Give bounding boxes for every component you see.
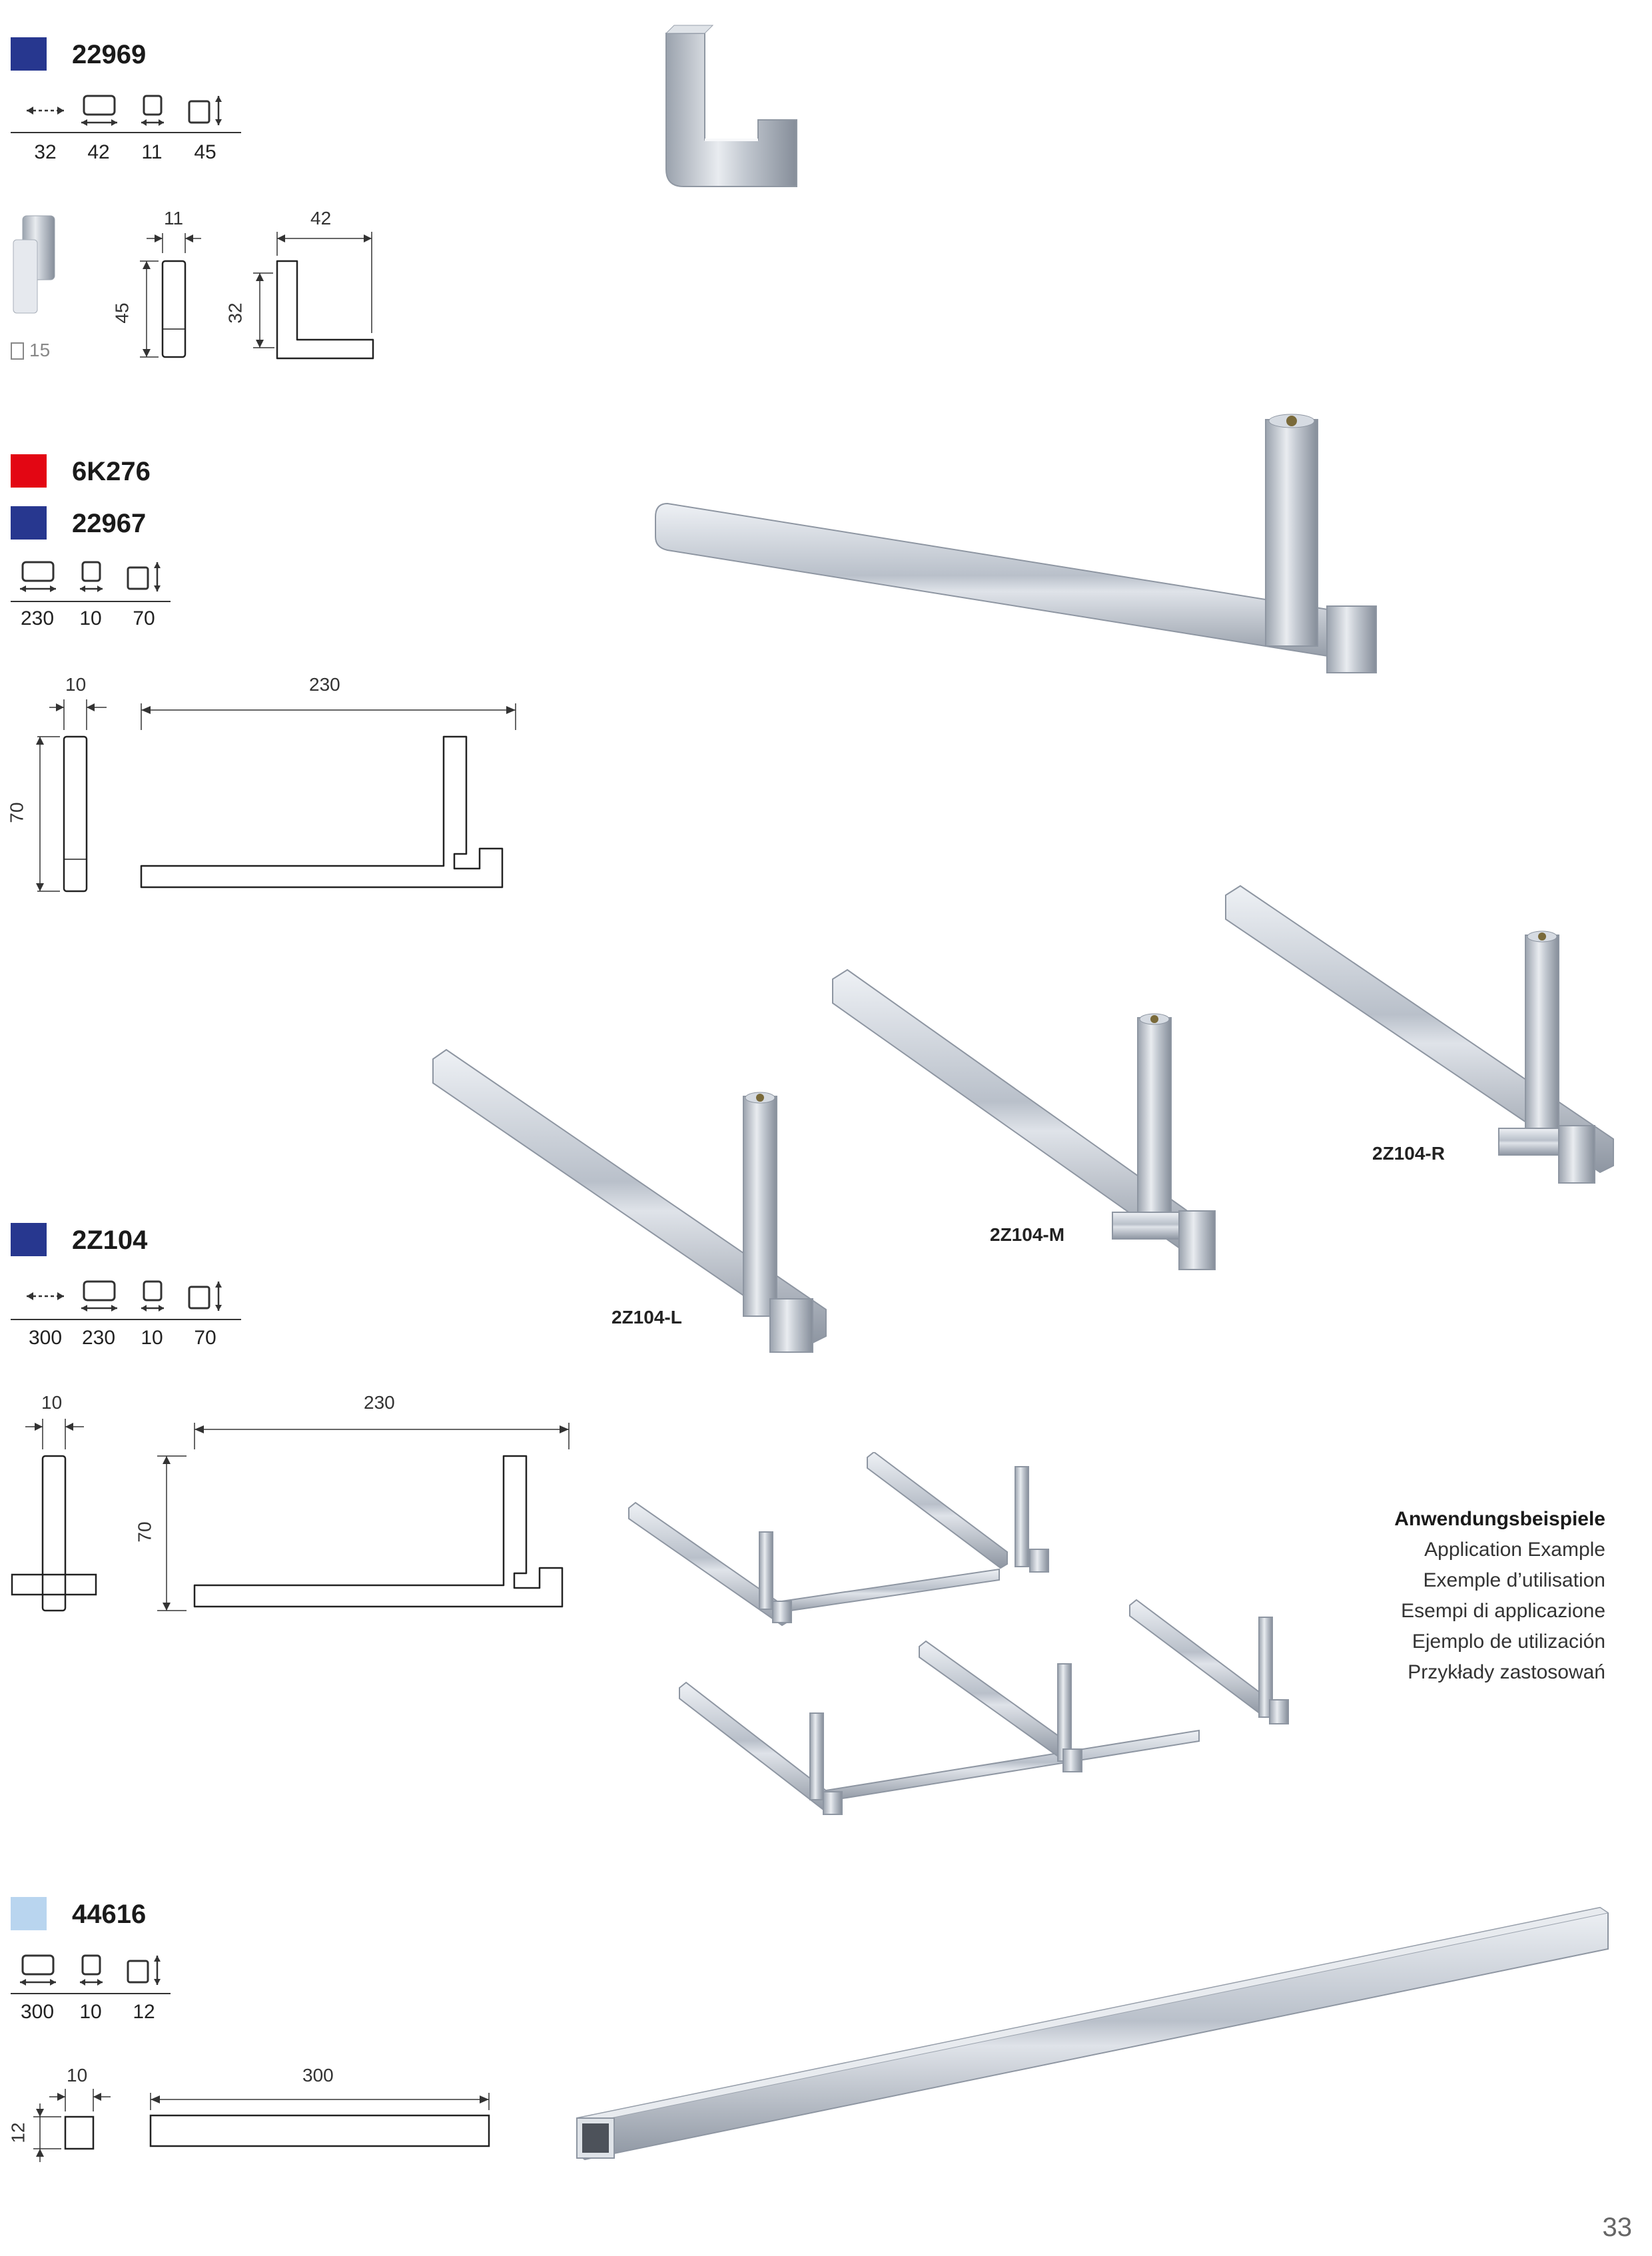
width-icon <box>69 1952 112 1989</box>
product-code: 2Z104 <box>72 1226 148 1255</box>
width-icon <box>69 558 112 595</box>
product-photo-variants <box>432 885 1614 1353</box>
spec-value: 300 <box>28 1327 63 1349</box>
technical-drawing <box>36 699 516 893</box>
application-heading: Anwendungsbeispiele <box>1394 1508 1605 1530</box>
variant-m <box>832 968 1216 1270</box>
spec-value: 12 <box>133 2001 155 2023</box>
dim-height: 70 <box>6 802 27 823</box>
variant-r <box>1225 885 1614 1184</box>
color-swatch-dark-blue <box>11 1223 47 1256</box>
spec-value: 70 <box>194 1327 216 1349</box>
variant-label: 2Z104-M <box>990 1224 1065 1245</box>
length-icon <box>16 558 59 595</box>
length-icon <box>77 92 120 129</box>
application-example-text: Anwendungsbeispiele Application Example … <box>1394 1504 1605 1688</box>
variant-l <box>432 1048 827 1353</box>
dim-width: 10 <box>41 1392 63 1413</box>
height-icon <box>123 558 165 595</box>
spec-value: 10 <box>141 1327 163 1349</box>
length-icon <box>16 1952 59 1989</box>
color-swatch-dark-blue <box>11 506 47 540</box>
application-line: Exemple d’utilisation <box>1423 1569 1605 1591</box>
dim-distance: 32 <box>224 302 246 324</box>
technical-drawing <box>33 2089 490 2162</box>
screw-icon <box>11 342 24 360</box>
spec-table: 32 42 11 45 <box>19 92 232 164</box>
height-icon <box>123 1952 165 1989</box>
spec-value: 70 <box>133 607 155 629</box>
dim-height: 12 <box>7 2122 29 2143</box>
product-code: 6K276 <box>72 457 151 486</box>
spec-table: 300 10 12 <box>11 1952 171 2024</box>
dim-length: 42 <box>310 208 332 228</box>
spec-value: 10 <box>79 607 102 629</box>
dim-width: 11 <box>164 208 184 228</box>
product-code: 22969 <box>72 40 147 69</box>
color-swatch-red <box>11 454 47 488</box>
dim-length: 300 <box>302 2065 334 2085</box>
page-number: 33 <box>1602 2213 1633 2242</box>
dim-length: 230 <box>309 674 340 695</box>
spec-value: 230 <box>20 607 55 629</box>
screw-note: 15 <box>29 340 51 360</box>
spec-divider <box>11 601 171 602</box>
variant-label: 2Z104-R <box>1372 1143 1445 1164</box>
mounting-thumbnail <box>13 215 55 314</box>
product-photo-hook <box>665 25 797 187</box>
distance-icon <box>24 92 67 129</box>
spec-value: 11 <box>141 141 163 163</box>
application-line: Application Example <box>1424 1539 1605 1561</box>
spec-table: 300 230 10 70 <box>19 1278 232 1349</box>
color-swatch-dark-blue <box>11 37 47 71</box>
spec-value: 45 <box>194 141 216 163</box>
technical-drawing <box>140 232 374 360</box>
application-example-photo <box>628 1452 1289 1815</box>
spec-value: 32 <box>34 141 57 163</box>
spec-divider <box>11 132 241 133</box>
application-line: Przykłady zastosowań <box>1408 1661 1605 1683</box>
variant-label: 2Z104-L <box>612 1307 682 1327</box>
product-photo-square-tube <box>576 1906 1609 2161</box>
width-icon <box>131 1278 173 1315</box>
length-icon <box>77 1278 120 1315</box>
application-line: Ejemplo de utilización <box>1412 1631 1605 1653</box>
dim-length: 230 <box>364 1392 395 1413</box>
product-code: 22967 <box>72 509 147 538</box>
technical-drawing <box>11 1419 570 1612</box>
spec-value: 10 <box>79 2001 102 2023</box>
dim-height: 45 <box>111 302 133 324</box>
spec-value: 230 <box>81 1327 116 1349</box>
height-icon <box>184 1278 226 1315</box>
spec-value: 300 <box>20 2001 55 2023</box>
dim-height: 70 <box>134 1521 155 1543</box>
application-line: Esempi di applicazione <box>1401 1600 1605 1622</box>
height-icon <box>184 92 226 129</box>
dim-width: 10 <box>65 674 87 695</box>
spec-divider <box>11 1319 241 1320</box>
dim-width: 10 <box>67 2065 88 2085</box>
spec-value: 42 <box>87 141 110 163</box>
spec-divider <box>11 1993 171 1994</box>
product-photo-bar-hook <box>655 414 1377 673</box>
width-icon <box>131 92 173 129</box>
product-code: 44616 <box>72 1900 147 1929</box>
color-swatch-light-blue <box>11 1897 47 1930</box>
distance-icon <box>24 1278 67 1315</box>
spec-table: 230 10 70 <box>11 558 171 630</box>
